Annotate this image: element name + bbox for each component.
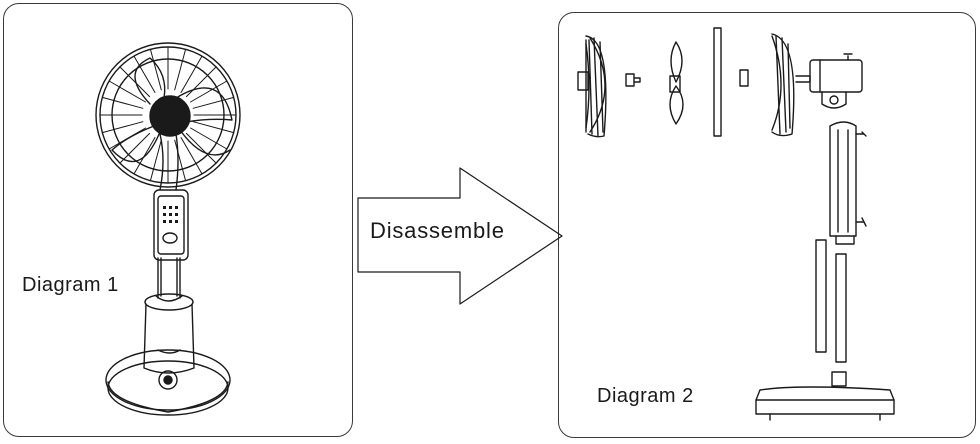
guard-spoke [149, 139, 162, 182]
diagram-2-label: Diagram 2 [597, 385, 694, 407]
guard-spoke [185, 66, 217, 98]
guard-spoke [190, 80, 228, 103]
lower-tube-1 [815, 239, 827, 353]
assembled-fan [95, 42, 241, 416]
control-panel [153, 189, 189, 261]
guard-spoke [119, 132, 151, 164]
diagram-2-panel [558, 12, 976, 438]
disassemble-arrow [357, 167, 563, 305]
guard-ring [713, 27, 722, 137]
fan-guard-spokes [99, 46, 237, 184]
guard-spoke [133, 137, 156, 175]
diagram-1-label: Diagram 1 [22, 274, 119, 296]
disassemble-label: Disassemble [370, 218, 505, 243]
water-tank [143, 293, 195, 374]
front-guard [577, 35, 607, 138]
fan-blade [669, 41, 684, 125]
guard-spoke [180, 137, 203, 175]
guard-spoke [192, 96, 235, 109]
guard-spoke [190, 127, 228, 150]
guard-spoke [108, 127, 146, 150]
guard-spoke [174, 48, 187, 91]
guard-spoke [185, 132, 217, 164]
guard-spoke [108, 80, 146, 103]
lower-tube-2 [835, 253, 847, 363]
guard-spoke [133, 55, 156, 93]
guard-spoke [192, 121, 235, 134]
fan-base-exploded [755, 371, 895, 421]
control-dial-icon [162, 232, 178, 244]
fan-base [105, 349, 231, 416]
guard-spoke [180, 55, 203, 93]
lock-nut [739, 69, 749, 87]
guard-spoke [101, 96, 144, 109]
base-knob-icon [158, 370, 178, 390]
fan-pole [155, 257, 183, 302]
motor-head [795, 53, 863, 109]
guard-spoke [174, 139, 187, 182]
guard-spoke [119, 66, 151, 98]
guard-spoke [101, 121, 144, 134]
spinner-cap [625, 73, 641, 87]
exploded-fan [577, 27, 895, 421]
rear-guard [771, 33, 795, 137]
upper-pole [829, 121, 867, 245]
guard-spoke [149, 48, 162, 91]
